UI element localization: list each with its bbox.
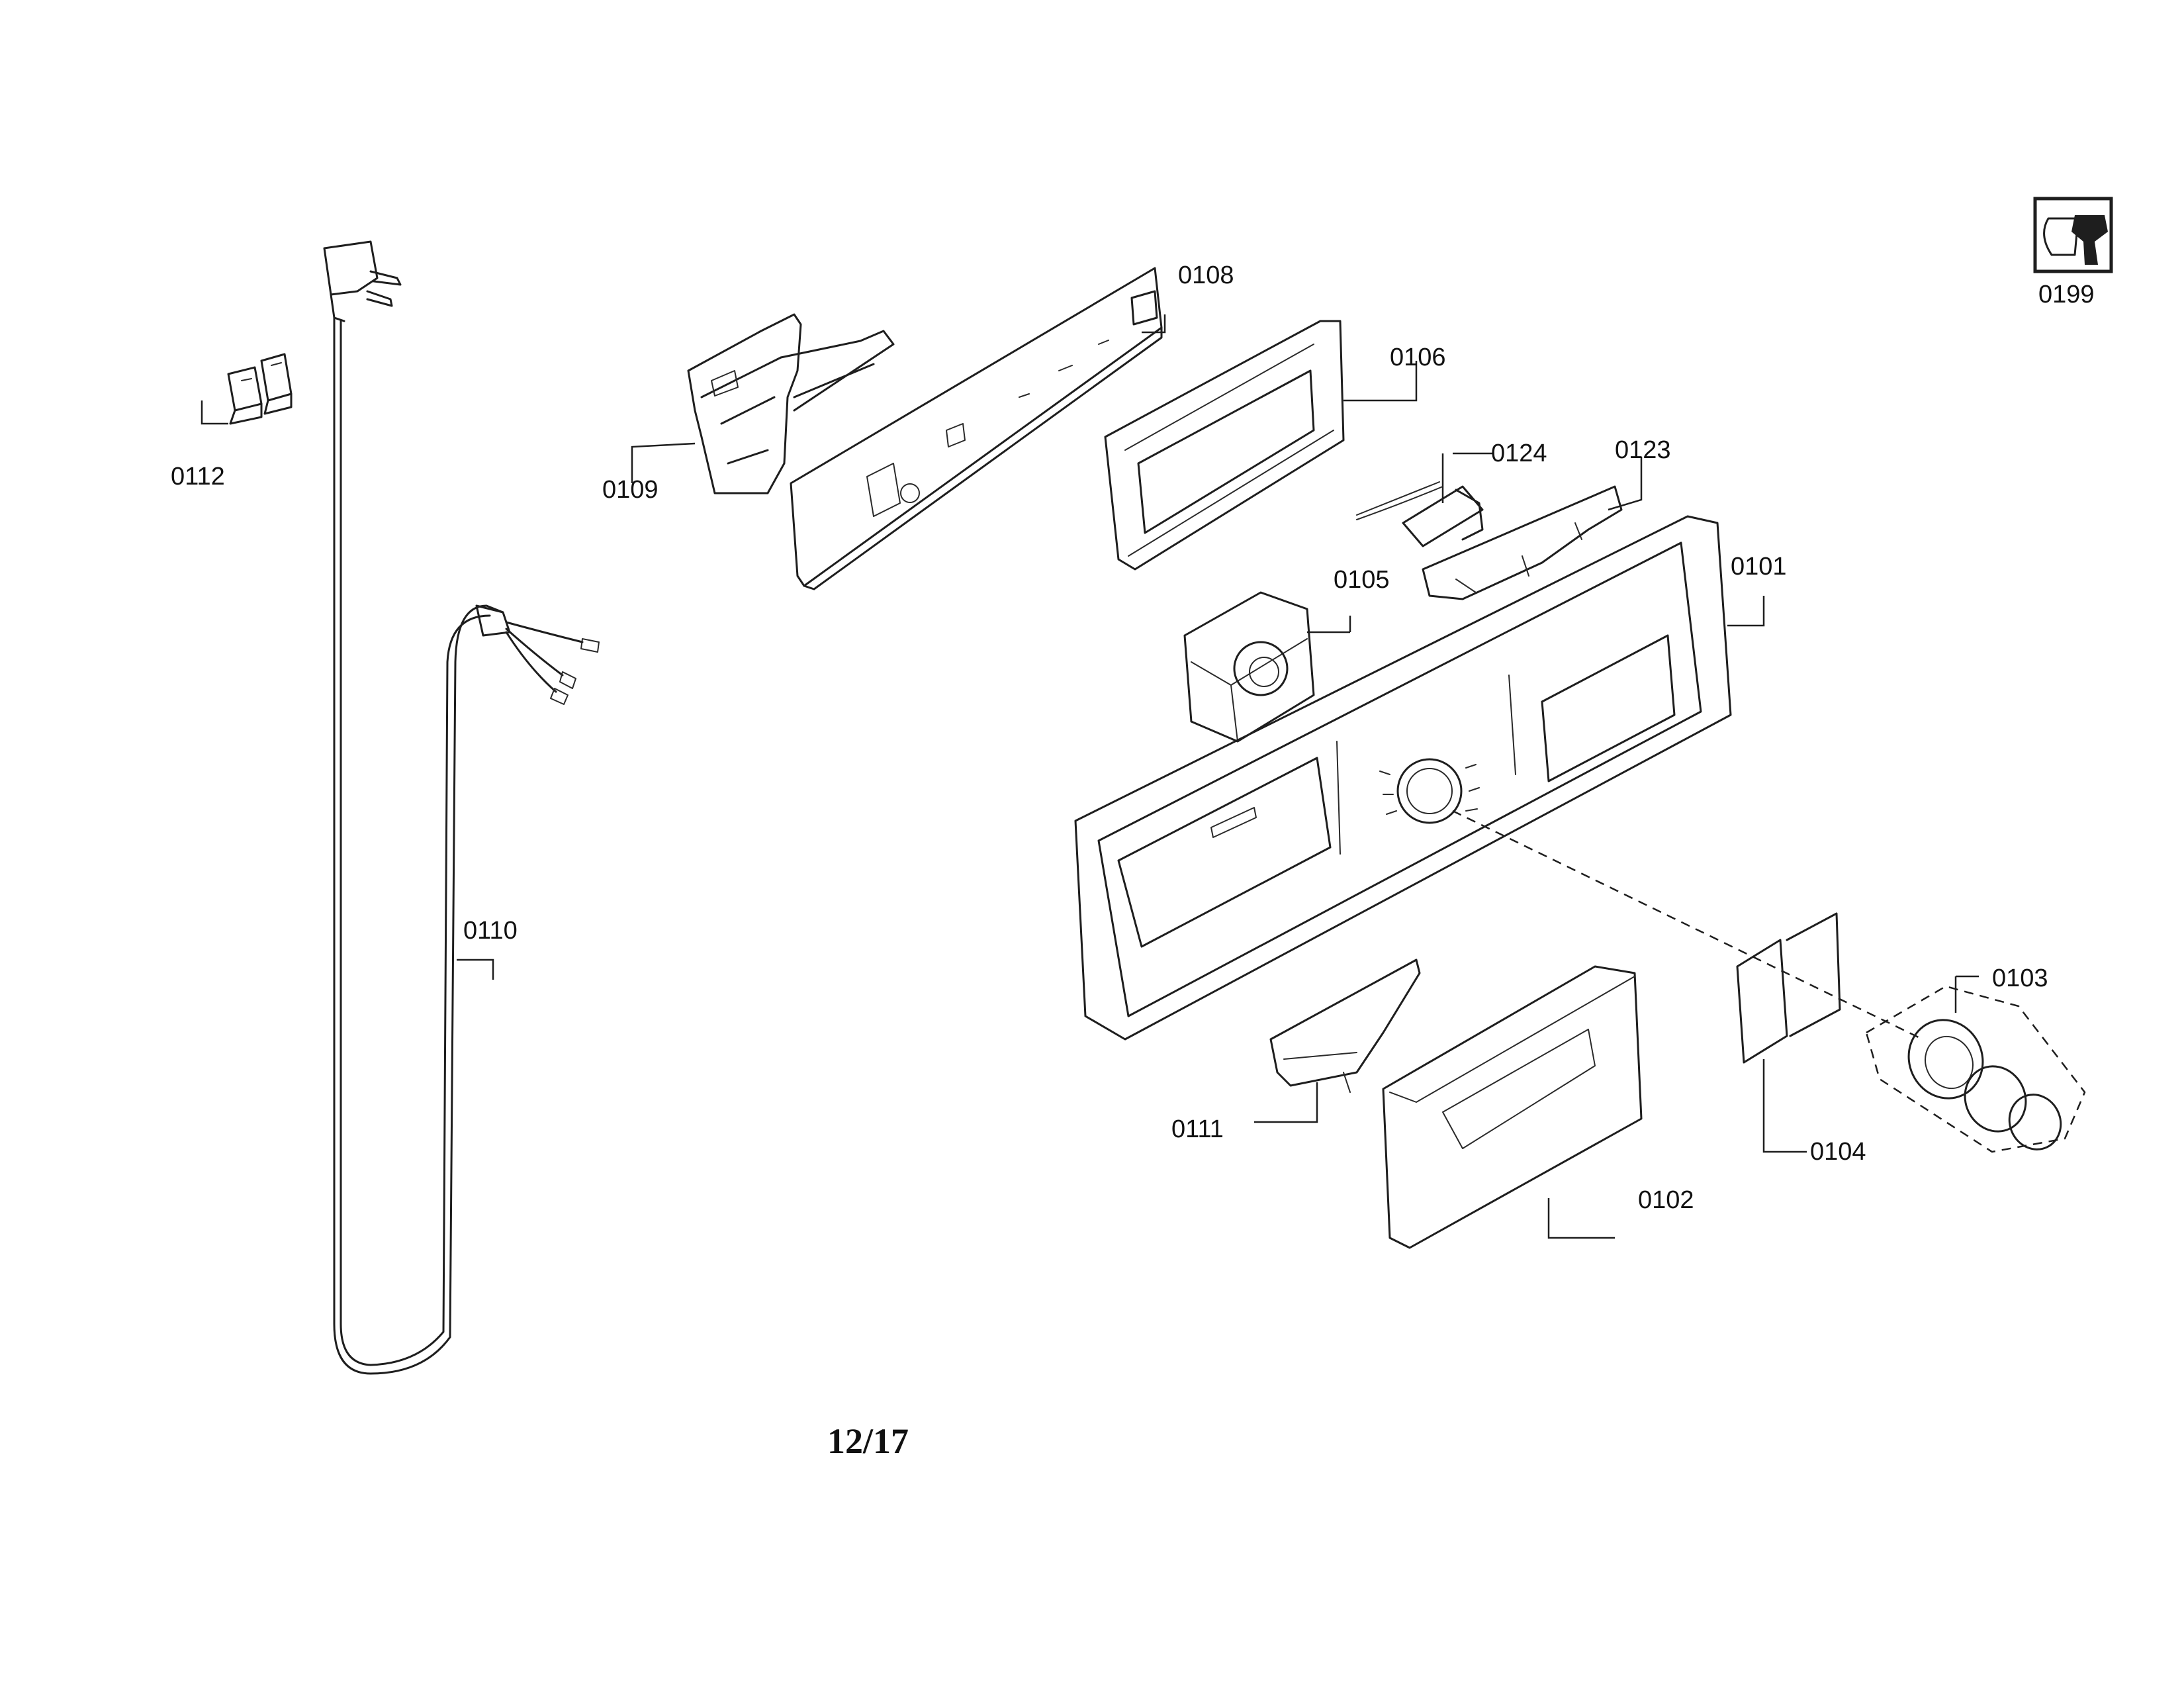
page-number: 12/17: [827, 1421, 909, 1461]
callout-0106: 0106: [1390, 344, 1446, 371]
part-0111-slider: [1269, 959, 1421, 1093]
leader-lines: [201, 314, 1979, 1239]
part-0112-clips: [227, 353, 293, 425]
callout-0102: 0102: [1638, 1186, 1694, 1214]
callout-0199: 0199: [2038, 281, 2095, 308]
callout-0112: 0112: [171, 463, 225, 491]
part-0105-rotary-switch: [1183, 591, 1315, 743]
wrench-nut-icon: [2033, 197, 2113, 273]
callout-0101: 0101: [1731, 553, 1787, 581]
callout-0105: 0105: [1334, 566, 1390, 594]
callout-0109: 0109: [602, 476, 659, 504]
callout-0103: 0103: [1992, 964, 2048, 992]
part-0124-sensor: [1356, 481, 1484, 547]
part-0106-display-frame: [1104, 320, 1345, 571]
part-0102-drawer-front: [1382, 965, 1643, 1249]
part-0110-power-cord: [323, 240, 600, 1375]
callout-0124: 0124: [1491, 440, 1547, 467]
part-0123-light-guide: [1422, 485, 1623, 600]
callout-0123: 0123: [1615, 436, 1671, 464]
part-circuit-board: [790, 267, 1163, 590]
part-0103-knob-assembly: [1865, 985, 2086, 1153]
part-0101-control-panel: [1074, 515, 1732, 1041]
part-0109-bracket: [687, 313, 895, 494]
explosion-line: [1452, 810, 1923, 1041]
callout-0110: 0110: [463, 917, 518, 945]
callout-0104: 0104: [1810, 1138, 1866, 1166]
callout-0108: 0108: [1178, 261, 1234, 289]
callout-0111: 0111: [1171, 1115, 1224, 1143]
part-0104-window: [1736, 912, 1841, 1064]
